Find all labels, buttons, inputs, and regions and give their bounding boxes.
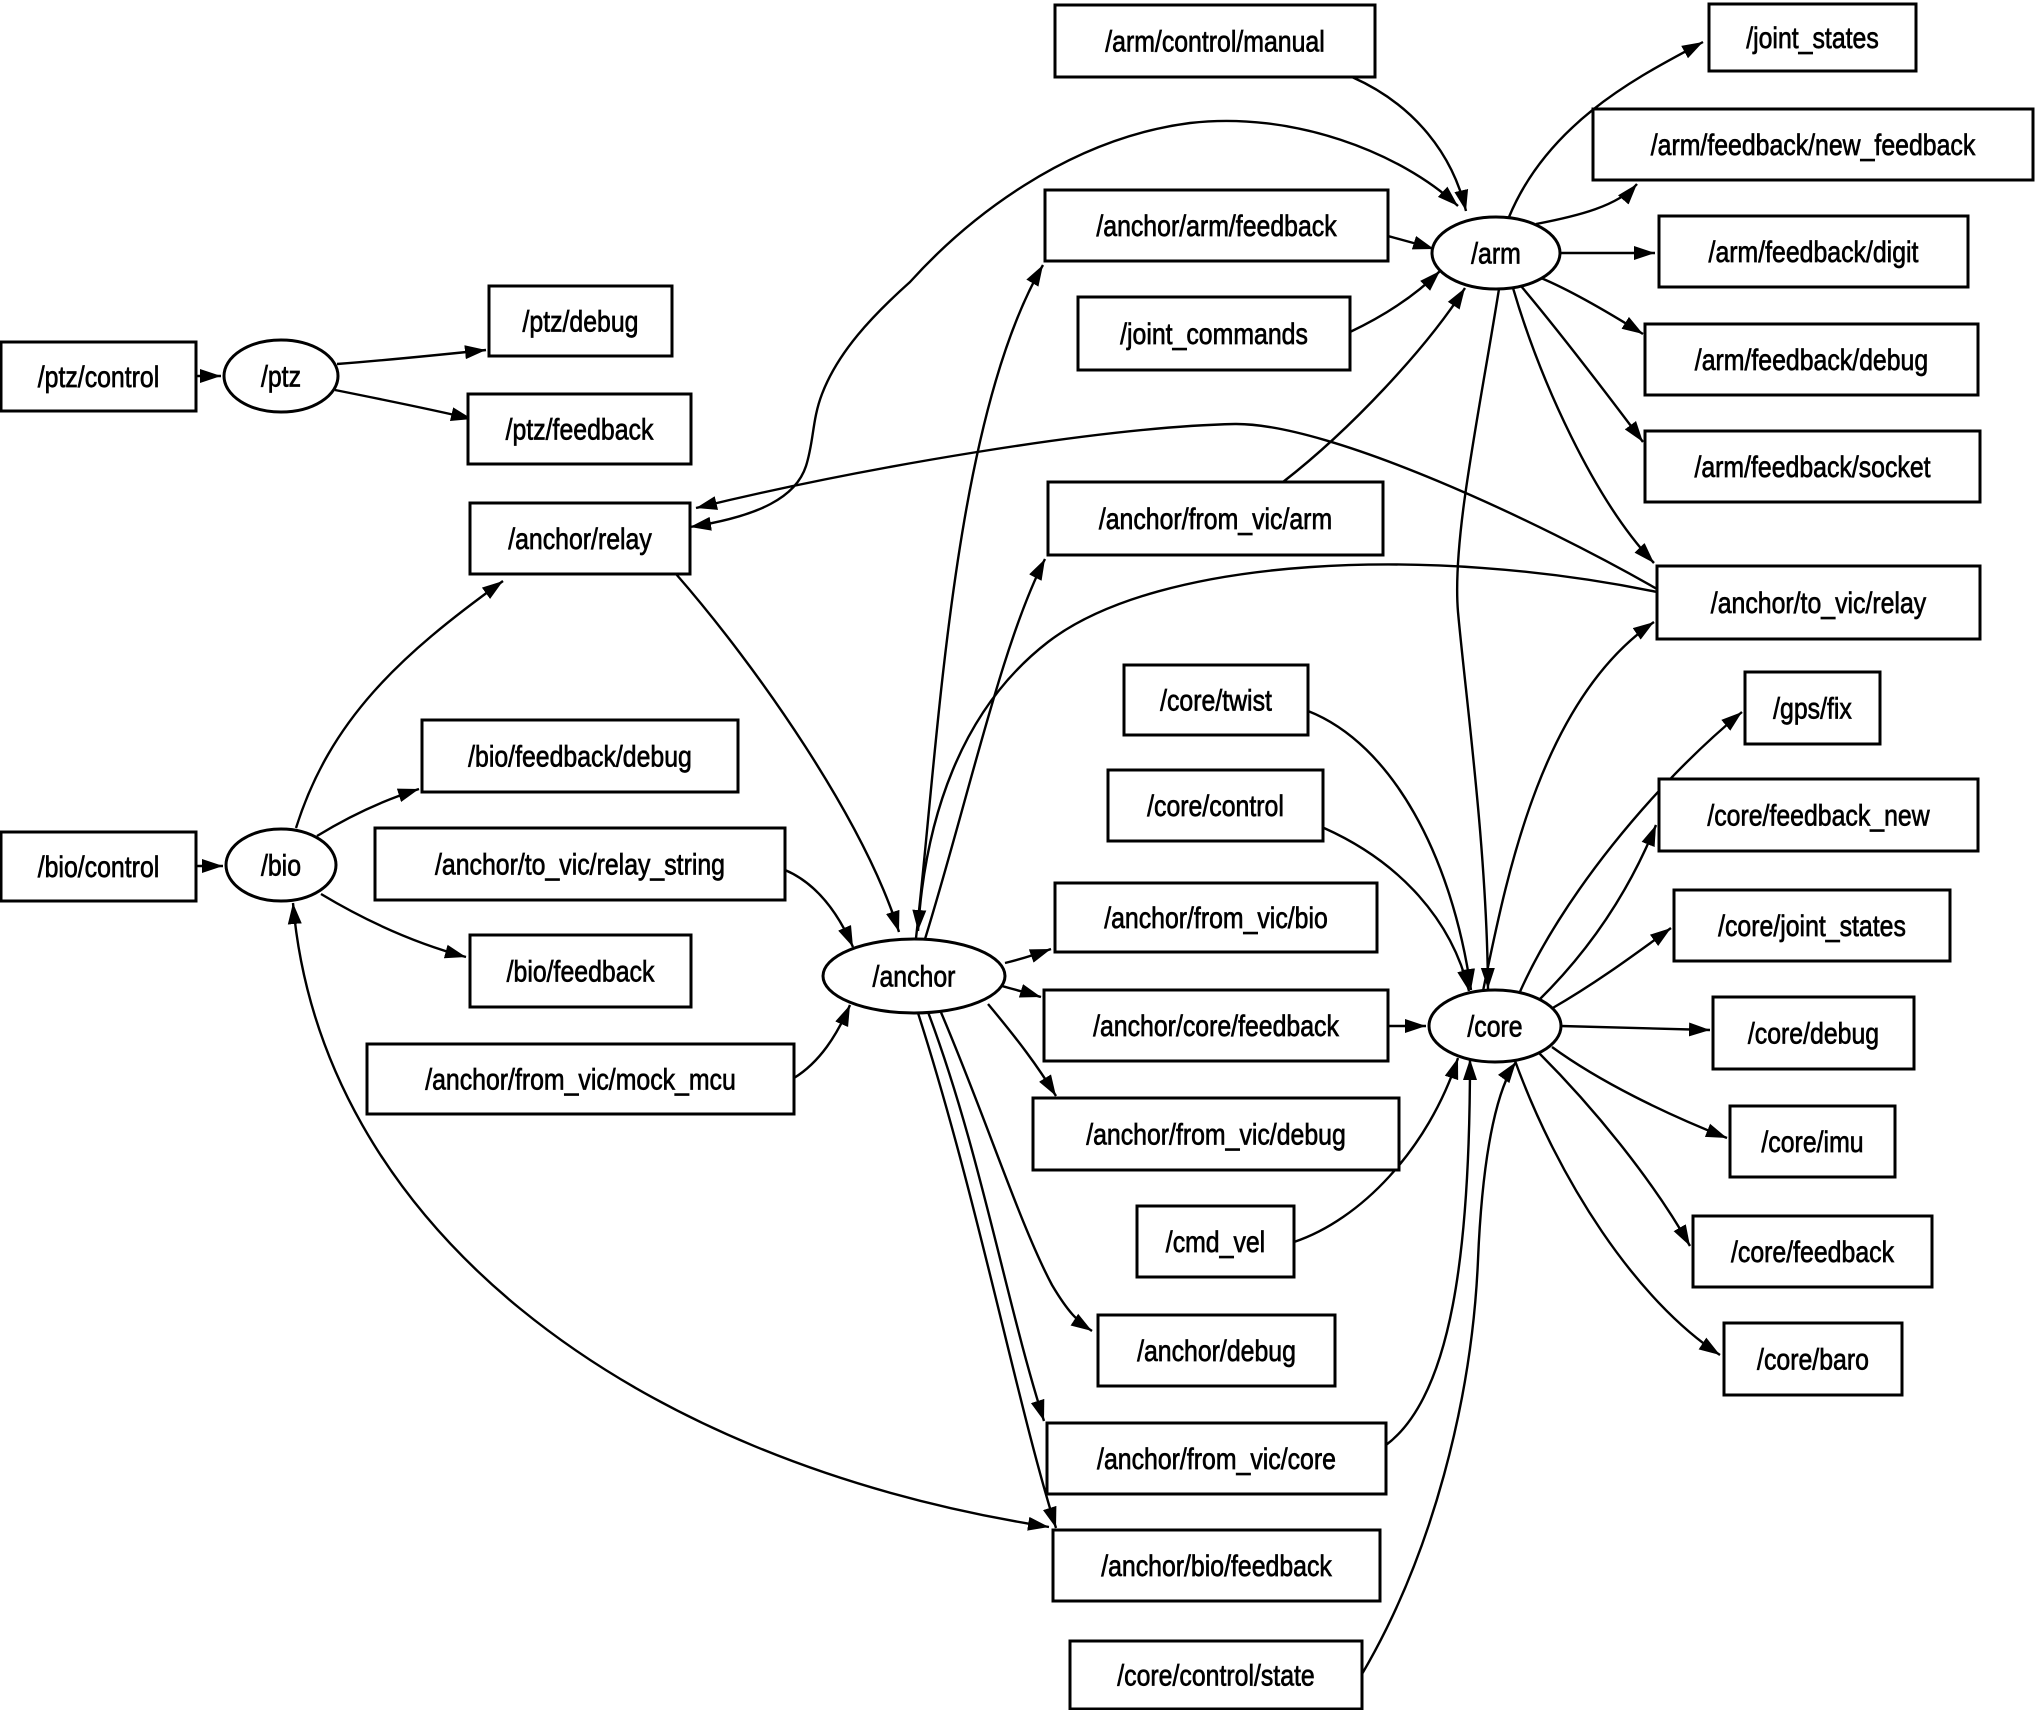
svg-text:/arm/control/manual: /arm/control/manual bbox=[1105, 26, 1325, 59]
svg-text:/core/baro: /core/baro bbox=[1757, 1344, 1869, 1377]
svg-text:/anchor/core/feedback: /anchor/core/feedback bbox=[1093, 1010, 1340, 1043]
svg-text:/gps/fix: /gps/fix bbox=[1773, 693, 1852, 726]
svg-text:/joint_commands: /joint_commands bbox=[1120, 318, 1308, 351]
svg-text:/anchor/to_vic/relay_string: /anchor/to_vic/relay_string bbox=[435, 849, 725, 882]
svg-text:/core/twist: /core/twist bbox=[1160, 685, 1272, 718]
svg-text:/core/feedback: /core/feedback bbox=[1731, 1236, 1895, 1269]
svg-text:/ptz/control: /ptz/control bbox=[38, 361, 160, 394]
svg-text:/bio/control: /bio/control bbox=[38, 851, 160, 884]
svg-text:/ptz/debug: /ptz/debug bbox=[523, 306, 639, 339]
svg-text:/cmd_vel: /cmd_vel bbox=[1166, 1226, 1265, 1259]
svg-text:/bio/feedback: /bio/feedback bbox=[507, 956, 656, 989]
svg-text:/anchor: /anchor bbox=[873, 961, 956, 994]
svg-text:/bio/feedback/debug: /bio/feedback/debug bbox=[468, 741, 692, 774]
svg-text:/anchor/relay: /anchor/relay bbox=[508, 523, 652, 556]
svg-text:/ptz: /ptz bbox=[261, 361, 301, 394]
svg-text:/arm: /arm bbox=[1471, 238, 1521, 271]
svg-text:/core/joint_states: /core/joint_states bbox=[1718, 910, 1906, 943]
svg-text:/arm/feedback/debug: /arm/feedback/debug bbox=[1695, 344, 1928, 377]
svg-text:/anchor/bio/feedback: /anchor/bio/feedback bbox=[1101, 1550, 1332, 1583]
svg-text:/anchor/arm/feedback: /anchor/arm/feedback bbox=[1096, 210, 1337, 243]
svg-text:/anchor/debug: /anchor/debug bbox=[1137, 1335, 1296, 1368]
svg-text:/anchor/from_vic/bio: /anchor/from_vic/bio bbox=[1104, 902, 1328, 935]
svg-text:/core/imu: /core/imu bbox=[1761, 1126, 1863, 1159]
svg-text:/anchor/to_vic/relay: /anchor/to_vic/relay bbox=[1711, 587, 1926, 620]
svg-text:/arm/feedback/socket: /arm/feedback/socket bbox=[1694, 451, 1931, 484]
svg-text:/core/control: /core/control bbox=[1147, 790, 1284, 823]
svg-text:/anchor/from_vic/debug: /anchor/from_vic/debug bbox=[1086, 1119, 1346, 1152]
svg-text:/core: /core bbox=[1467, 1011, 1522, 1044]
svg-text:/arm/feedback/digit: /arm/feedback/digit bbox=[1709, 236, 1919, 269]
svg-text:/joint_states: /joint_states bbox=[1746, 22, 1879, 55]
svg-text:/anchor/from_vic/core: /anchor/from_vic/core bbox=[1097, 1443, 1336, 1476]
svg-text:/arm/feedback/new_feedback: /arm/feedback/new_feedback bbox=[1651, 129, 1976, 162]
svg-text:/core/control/state: /core/control/state bbox=[1117, 1660, 1315, 1693]
svg-text:/core/debug: /core/debug bbox=[1748, 1018, 1879, 1051]
svg-text:/core/feedback_new: /core/feedback_new bbox=[1707, 800, 1930, 833]
svg-text:/anchor/from_vic/arm: /anchor/from_vic/arm bbox=[1099, 503, 1332, 536]
svg-text:/anchor/from_vic/mock_mcu: /anchor/from_vic/mock_mcu bbox=[425, 1064, 736, 1097]
svg-text:/ptz/feedback: /ptz/feedback bbox=[506, 414, 655, 447]
svg-text:/bio: /bio bbox=[261, 850, 301, 883]
